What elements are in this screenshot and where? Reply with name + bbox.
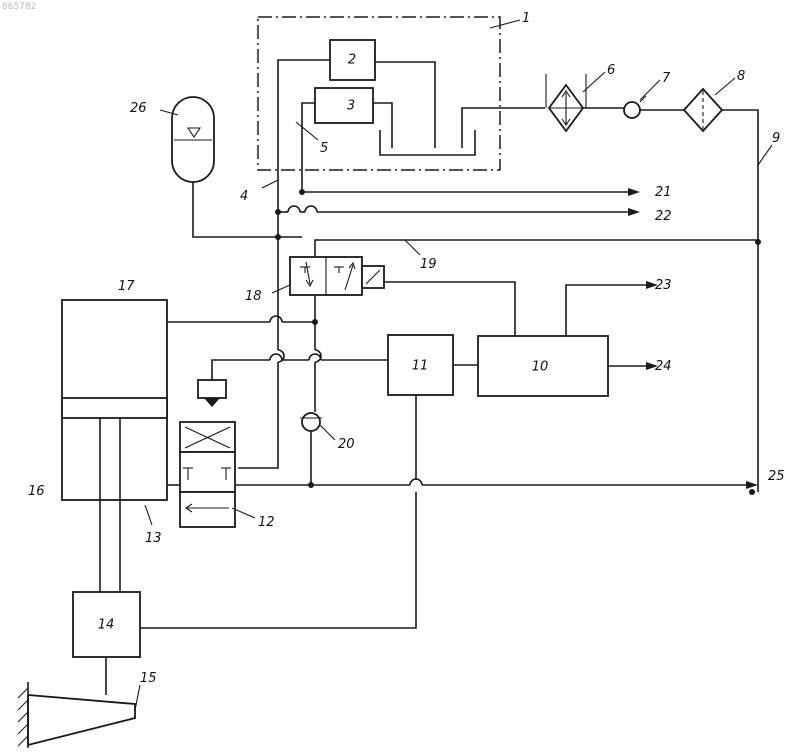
label-5: 5 [320,141,328,156]
valve-12 [180,380,235,527]
label-17: 17 [118,279,135,294]
line-4-lower [238,362,278,468]
accumulator-26 [172,97,302,237]
block-3 [315,88,373,123]
label-4: 4 [240,189,248,204]
check-valve-7 [583,96,684,118]
heat-exchanger-6 [546,74,586,131]
label-7: 7 [662,71,671,86]
tool-15 [18,682,135,748]
label-6: 6 [607,63,615,78]
label-25: 25 [768,469,785,484]
label-18: 18 [245,289,262,304]
block-14-label: 14 [98,618,115,633]
branch-lines [275,188,761,262]
label-24: 24 [655,359,672,374]
line-25 [167,479,758,495]
label-9: 9 [772,131,780,146]
watermark: 865782 [2,2,36,12]
label-20: 20 [338,437,355,452]
label-19: 19 [420,257,437,272]
valve-18 [290,257,515,336]
label-16: 16 [28,484,45,499]
line-9 [722,110,758,492]
internal-lines [278,60,545,222]
label-13: 13 [145,531,162,546]
label-21: 21 [655,185,672,200]
block-2-label: 2 [348,53,356,68]
filter-8 [684,89,722,131]
block-10-label: 10 [532,360,549,375]
label-22: 22 [655,209,672,224]
label-12: 12 [258,515,275,530]
control-unit-enclosure [258,17,500,170]
check-valve-20 [300,413,322,485]
block-3-label: 3 [347,99,355,114]
label-26: 26 [130,101,147,116]
line-to-11 [212,354,388,380]
label-1: 1 [522,11,530,26]
label-23: 23 [655,278,672,293]
block-11-label: 11 [412,359,429,374]
line-23 [566,285,648,336]
label-8: 8 [737,69,745,84]
label-15: 15 [140,671,157,686]
